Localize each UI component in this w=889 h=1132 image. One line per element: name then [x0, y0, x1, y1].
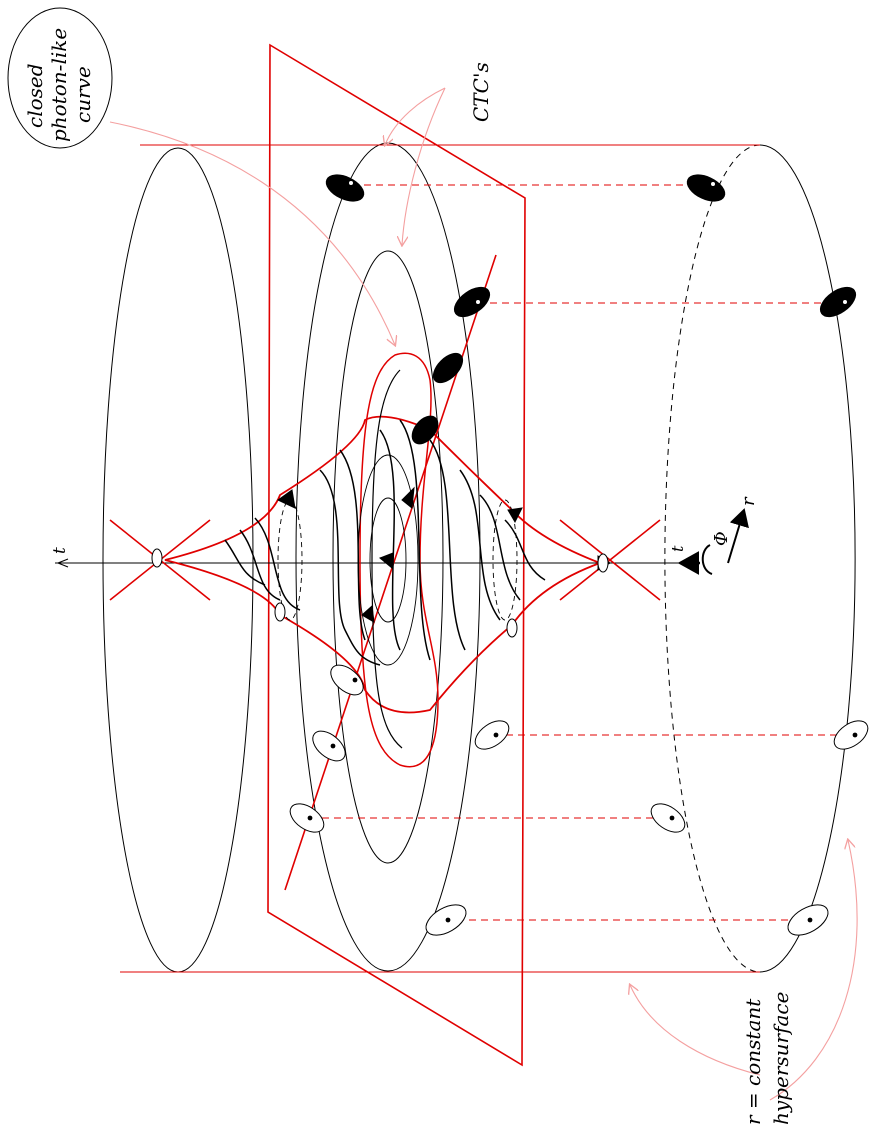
r-axis-label: r	[738, 496, 759, 506]
t-axis-label-top: t	[50, 547, 70, 554]
inner-curves	[224, 419, 546, 666]
right-end-solid	[759, 144, 856, 973]
center-rings	[277, 454, 518, 666]
closed-photon-curve	[359, 352, 439, 768]
dark-cones	[277, 174, 857, 623]
photon-label-line2: photon-like	[47, 28, 71, 142]
photon-label-line1: closed	[23, 63, 47, 128]
r-constant-label-line2: hypersurface	[769, 992, 793, 1125]
diagonal-line	[284, 254, 497, 891]
local-axes	[701, 508, 749, 575]
red-plane	[267, 43, 526, 1067]
outer-cylinder	[102, 142, 856, 973]
cylinder-silhouette	[120, 144, 760, 973]
open-cones	[151, 548, 869, 936]
projection-lines	[310, 184, 855, 921]
photon-curve-label-bubble	[7, 7, 113, 149]
t-axis-label-bottom: t	[668, 545, 687, 552]
phi-label: Φ	[711, 531, 732, 546]
photon-label-line3: curve	[71, 66, 95, 123]
annotation-arrows	[109, 87, 858, 1101]
ctcs-label: CTC's	[469, 62, 493, 122]
left-end-ellipse	[102, 147, 254, 973]
star-region	[164, 415, 603, 714]
inner-ellipse	[332, 250, 444, 864]
right-end-dashed	[664, 144, 761, 973]
r-constant-label-line1: r = constant	[741, 998, 765, 1125]
